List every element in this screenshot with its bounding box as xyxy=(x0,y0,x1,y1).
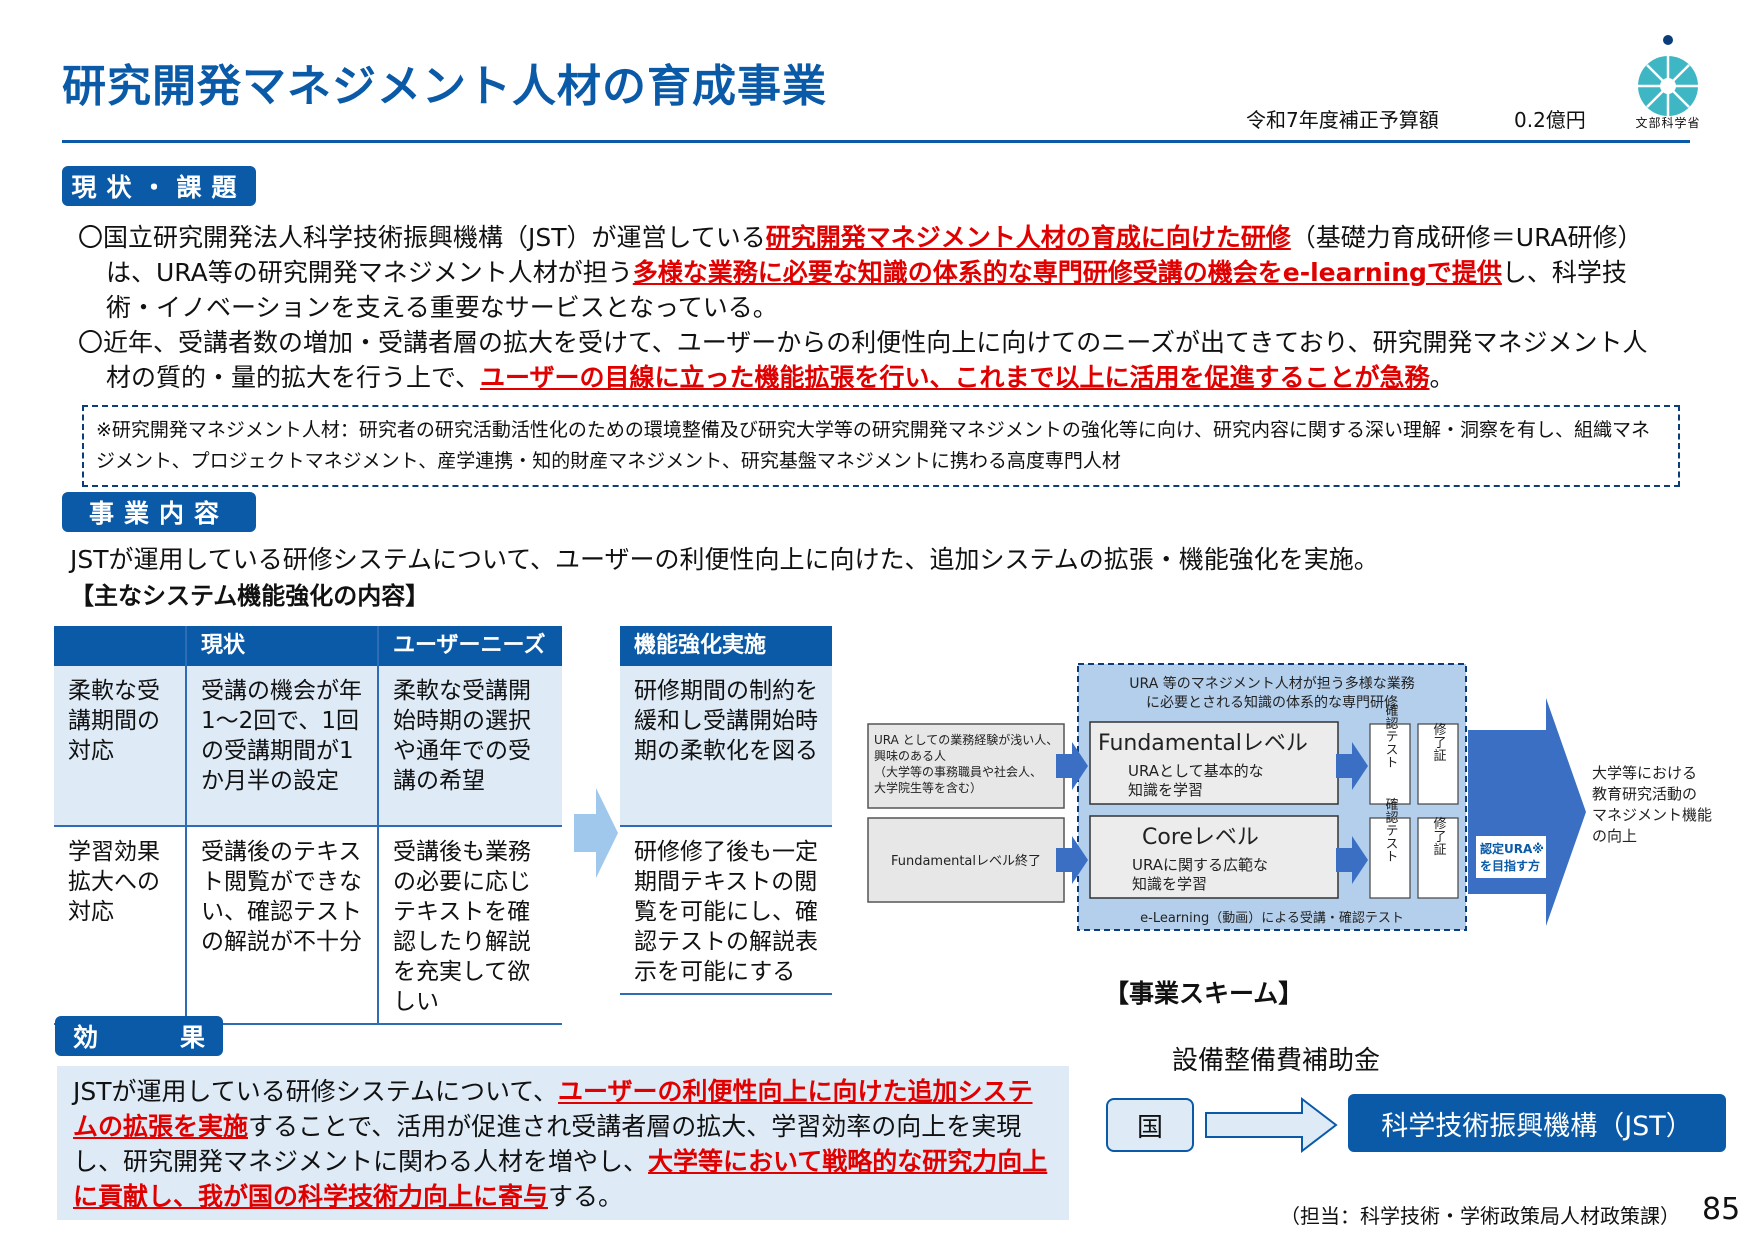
outcome-line: 教育研究活動の xyxy=(1592,785,1697,803)
status-p1-text-b: （基礎力育成研修＝URA研修）は、URA等の研究開発マネジメント人材が担う xyxy=(106,223,1643,287)
needs-table-header-blank xyxy=(54,626,187,666)
fundamental-level-desc: URAとして基本的な xyxy=(1128,762,1264,780)
certified-ura-box xyxy=(1476,836,1546,878)
effect-text-2: することで、活用が促進され受講者層の拡大、学習効率の向上を実現し、研究開発マネジ… xyxy=(73,1112,1022,1176)
effect-text-3: する。 xyxy=(548,1182,624,1211)
fundamental-level-box xyxy=(1089,721,1339,805)
needs-table-header-row: 現状 ユーザーニーズ xyxy=(54,626,562,666)
status-p1-text-c: し、科学技術・イノベーションを支える重要なサービスとなっている。 xyxy=(106,258,1627,322)
outcome-line: マネジメント機能 xyxy=(1592,806,1712,824)
right-arrow-icon xyxy=(574,788,618,878)
budget-value: 0.2億円 xyxy=(1514,108,1586,132)
outcome-line: 大学等における xyxy=(1592,764,1697,782)
test-box-fundamental xyxy=(1369,723,1411,805)
certificate-box-fundamental xyxy=(1417,723,1459,805)
right-arrow-icon xyxy=(1336,742,1368,790)
table-row: 研修修了後も一定期間テキストの閲覧を可能にし、確認テストの解説表示を可能にする xyxy=(620,826,832,995)
status-p2-text-b: 。 xyxy=(1429,363,1455,392)
page-number: 85 xyxy=(1702,1192,1741,1227)
certificate-label: 修了証 xyxy=(1431,723,1447,762)
core-level-title: Coreレベル xyxy=(1142,825,1259,850)
table-cell: 受講後も業務の必要に応じテキストを確認したり解説を充実して欲しい xyxy=(378,826,562,1025)
diagram-box-title-2: に必要とされる知識の体系的な専門研修 xyxy=(1146,694,1398,711)
training-flow-diagram: URA 等のマネジメント人材が担う多様な業務 に必要とされる知識の体系的な専門研… xyxy=(867,663,1712,931)
certified-ura-label: を目指す方 xyxy=(1480,858,1540,873)
needs-table: 現状 ユーザーニーズ 柔軟な受講期間の対応 受講の機会が年1～2回で、1回の受講… xyxy=(54,626,562,1025)
effect-highlight-2: 大学等において戦略的な研究力向上に貢献し、我が国の科学技術力向上に寄与 xyxy=(73,1147,1048,1211)
effect-section-badge: 効 果 xyxy=(55,1016,223,1056)
ministry-logo-icon xyxy=(1638,35,1698,116)
table-cell: 柔軟な受講開始時期の選択や通年での受講の希望 xyxy=(378,666,562,827)
needs-table-header-needs: ユーザーニーズ xyxy=(378,626,562,666)
effect-badge-right: 果 xyxy=(179,1023,205,1052)
implementation-table: 機能強化実施 研修期間の制約を緩和し受講開始時期の柔軟化を図る 研修修了後も一定… xyxy=(620,626,832,995)
table-row: 研修期間の制約を緩和し受講開始時期の柔軟化を図る xyxy=(620,666,832,827)
table-cell: 柔軟な受講期間の対応 xyxy=(54,666,187,827)
test-box-core xyxy=(1369,817,1411,899)
contact-info: （担当：科学技術・学術政策局人材政策課） xyxy=(1280,1204,1680,1228)
impl-table-header-row: 機能強化実施 xyxy=(620,626,832,666)
outcome-arrow-icon xyxy=(1468,698,1586,926)
status-p1-highlight-1: 研究開発マネジメント人材の育成に向けた研修 xyxy=(765,223,1291,252)
effect-text: JSTが運用している研修システムについて、ユーザーの利便性向上に向けた追加システ… xyxy=(57,1066,1069,1220)
status-p1-text-a: 〇国立研究開発法人科学技術振興機構（JST）が運営している xyxy=(78,223,766,252)
page-title: 研究開発マネジメント人材の育成事業 xyxy=(62,61,827,112)
scheme-fund-label: 設備整備費補助金 xyxy=(1172,1046,1381,1076)
scheme-title: 【事業スキーム】 xyxy=(1104,979,1304,1008)
diagram-box-title-1: URA 等のマネジメント人材が担う多様な業務 xyxy=(1129,675,1414,692)
diagram-footer: e-Learning（動画）による受講・確認テスト xyxy=(1140,910,1404,926)
status-section-badge: 現状・課題 xyxy=(62,166,256,206)
effect-highlight-1: ユーザーの利便性向上に向けた追加システムの拡張を実施 xyxy=(73,1077,1033,1141)
impl-table-header: 機能強化実施 xyxy=(620,626,832,666)
effect-text-1: JSTが運用している研修システムについて、 xyxy=(73,1077,559,1106)
table-cell: 受講の機会が年1～2回で、1回の受講期間が1か月半の設定 xyxy=(186,666,379,827)
test-label: 確認テスト xyxy=(1383,703,1399,769)
status-p2-highlight: ユーザーの目線に立った機能拡張を行い、これまで以上に活用を促進することが急務 xyxy=(480,363,1430,392)
certificate-box-core xyxy=(1417,817,1459,899)
status-p2-text-a: 〇近年、受講者数の増加・受講者層の拡大を受けて、ユーザーからの利便性向上に向けて… xyxy=(78,328,1648,392)
right-arrow-icon xyxy=(1056,836,1088,884)
definition-note: ※研究開発マネジメント人材：研究者の研究活動活性化のための環境整備及び研究大学等… xyxy=(82,405,1680,487)
table-row: 学習効果拡大への対応 受講後のテキスト閲覧ができない、確認テストの解説が不十分 … xyxy=(54,826,562,1025)
core-level-desc: URAに関する広範な xyxy=(1132,856,1268,874)
table-cell: 研修期間の制約を緩和し受講開始時期の柔軟化を図る xyxy=(620,666,832,827)
input-box-new xyxy=(867,723,1065,809)
input-box-new-line: 大学院生等を含む） xyxy=(874,780,982,795)
status-paragraph-1: 〇国立研究開発法人科学技術振興機構（JST）が運営している研究開発マネジメント人… xyxy=(78,220,1670,325)
business-subheading: 【主なシステム機能強化の内容】 xyxy=(70,582,430,610)
certificate-label: 修了証 xyxy=(1431,817,1447,856)
status-paragraph-2: 〇近年、受講者数の増加・受講者層の拡大を受けて、ユーザーからの利便性向上に向けて… xyxy=(78,325,1670,395)
needs-table-header-current: 現状 xyxy=(186,626,379,666)
right-arrow-icon xyxy=(1336,836,1368,884)
right-arrow-icon xyxy=(1056,742,1088,790)
table-row: 柔軟な受講期間の対応 受講の機会が年1～2回で、1回の受講期間が1か月半の設定 … xyxy=(54,666,562,827)
business-intro: JSTが運用している研修システムについて、ユーザーの利便性向上に向けた、追加シス… xyxy=(70,545,1379,574)
title-divider xyxy=(62,140,1690,143)
table-cell: 受講後のテキスト閲覧ができない、確認テストの解説が不十分 xyxy=(186,826,379,1025)
budget-label: 令和7年度補正予算額 xyxy=(1246,108,1439,132)
ministry-name: 文部科学省 xyxy=(1635,116,1701,130)
core-level-box xyxy=(1089,815,1339,899)
core-level-desc: 知識を学習 xyxy=(1132,875,1207,893)
input-box-fundamental-done-label: Fundamentalレベル終了 xyxy=(891,853,1041,869)
status-text: 〇国立研究開発法人科学技術振興機構（JST）が運営している研究開発マネジメント人… xyxy=(78,220,1670,395)
input-box-new-line: （大学等の事務職員や社会人、 xyxy=(874,764,1042,779)
test-label: 確認テスト xyxy=(1383,797,1399,863)
status-p1-highlight-2: 多様な業務に必要な知識の体系的な専門研修受講の機会をe-learningで提供 xyxy=(632,258,1502,287)
effect-badge-left: 効 xyxy=(73,1023,99,1052)
table-cell: 学習効果拡大への対応 xyxy=(54,826,187,1025)
outcome-line: の向上 xyxy=(1592,827,1637,845)
fundamental-level-desc: 知識を学習 xyxy=(1128,781,1203,799)
certified-ura-label: 認定URA※ xyxy=(1480,841,1544,856)
fundamental-level-title: Fundamentalレベル xyxy=(1098,731,1308,756)
table-cell: 研修修了後も一定期間テキストの閲覧を可能にし、確認テストの解説表示を可能にする xyxy=(620,826,832,995)
scheme-node-country: 国 xyxy=(1106,1098,1194,1152)
business-section-badge: 事業内容 xyxy=(62,492,256,532)
scheme-right-arrow-icon xyxy=(1205,1096,1338,1154)
scheme-node-jst: 科学技術振興機構（JST） xyxy=(1348,1094,1726,1152)
input-box-new-line: URA としての業務経験が浅い人、 xyxy=(874,732,1058,747)
input-box-new-line: 興味のある人 xyxy=(874,749,946,763)
